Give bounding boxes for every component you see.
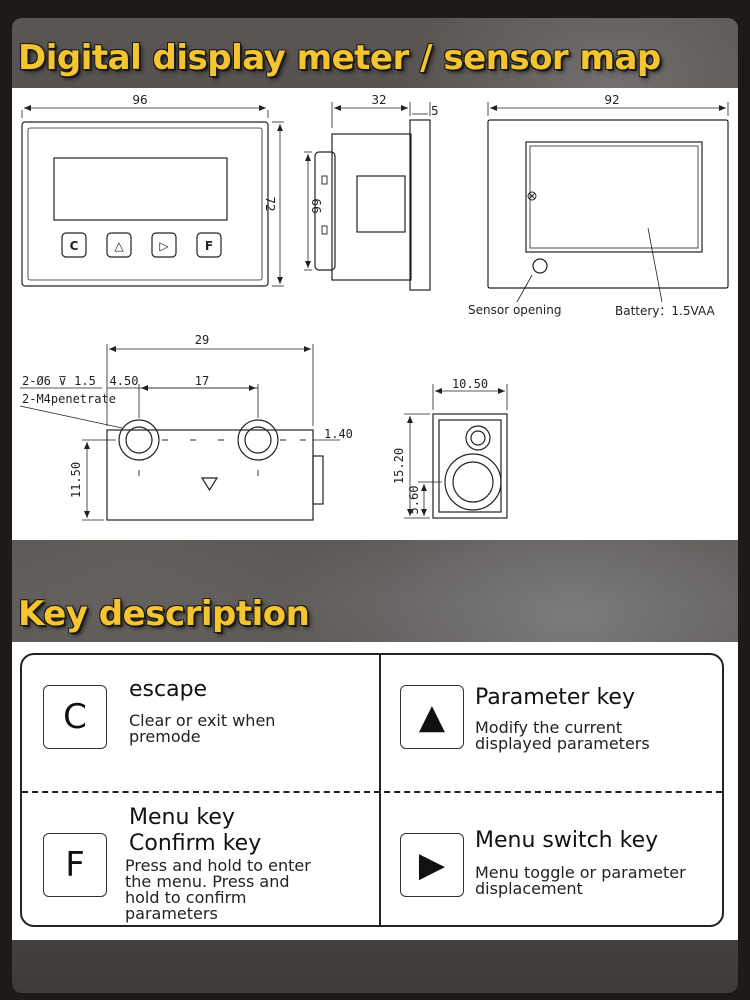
thread-spec-label: 2-M4penetrate [22, 392, 116, 406]
column-divider [379, 655, 381, 925]
dim-sensor-width: 29 [195, 333, 209, 347]
section-title-key-description: Key description [18, 594, 310, 634]
front-button-right-label: ▷ [159, 239, 169, 253]
dim-lens: 5.60 [407, 486, 421, 515]
sensor-side-view [404, 384, 508, 519]
parameter-key-icon: ▲ [400, 685, 464, 749]
side-view [304, 102, 431, 291]
key-description-panel: C escape Clear or exit when premode ▲ Pa… [12, 642, 738, 940]
menu-key-icon: F [43, 833, 107, 897]
dim-sensor-side-height: 15.20 [392, 448, 406, 484]
menu-switch-key-title: Menu switch key [475, 828, 659, 853]
menu-key-description: Press and hold to enter the menu. Press … [125, 856, 311, 923]
parameter-key-description: Modify the current displayed parameters [475, 718, 650, 753]
row-divider [22, 791, 722, 793]
menu-key-title: Menu key Confirm key [129, 805, 262, 856]
front-view [21, 105, 284, 287]
dim-side-height: 66 [309, 198, 323, 213]
front-button-up-label: △ [114, 239, 124, 253]
dim-hole-spacing: 17 [195, 374, 209, 388]
dim-side-flange: 5 [431, 104, 439, 118]
battery-label: Battery：1.5VAA [615, 304, 715, 318]
dim-front-height: 72 [263, 196, 277, 211]
back-view [487, 102, 729, 303]
dim-front-width: 96 [132, 93, 147, 107]
right-triangle-icon: ▶ [418, 845, 446, 885]
parameter-key-title: Parameter key [475, 685, 635, 710]
dim-side-depth: 32 [371, 93, 386, 107]
sensor-opening-label: Sensor opening [468, 303, 561, 317]
front-buttons [61, 232, 222, 258]
front-button-f-label: F [205, 239, 213, 253]
escape-key-description: Clear or exit when premode [129, 711, 276, 746]
technical-drawing-panel: C △ ▷ F 96 72 32 5 66 92 Sensor opening … [12, 88, 738, 540]
hole-spec-label: 2-Ø6 ⊽ 1.5 [22, 374, 96, 388]
dim-edge: 1.40 [324, 427, 353, 441]
up-triangle-icon: ▲ [418, 697, 446, 737]
dim-hole-offset: 4.50 [110, 374, 139, 388]
escape-key-title: escape [129, 677, 208, 702]
escape-key-glyph: C [63, 697, 87, 737]
escape-key-icon: C [43, 685, 107, 749]
front-button-c-label: C [70, 239, 79, 253]
menu-switch-key-description: Menu toggle or parameter displacement [475, 863, 686, 898]
dim-sensor-side-width: 10.50 [452, 377, 488, 391]
section-title-sensor-map: Digital display meter / sensor map [18, 38, 661, 78]
menu-switch-key-icon: ▶ [400, 833, 464, 897]
dim-back-width: 92 [604, 93, 619, 107]
menu-key-glyph: F [65, 845, 85, 885]
sensor-front-view [19, 344, 340, 521]
dim-sensor-height: 11.50 [69, 462, 83, 498]
key-description-table: C escape Clear or exit when premode ▲ Pa… [20, 653, 724, 927]
technical-drawing: C △ ▷ F 96 72 32 5 66 92 Sensor opening … [19, 93, 729, 521]
